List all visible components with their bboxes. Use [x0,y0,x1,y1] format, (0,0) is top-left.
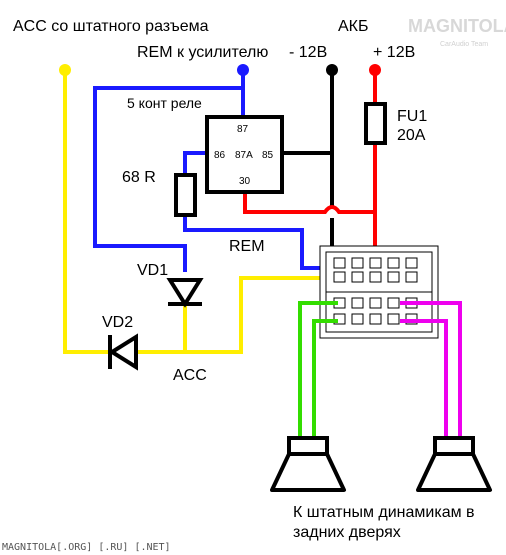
ground-wires [282,72,340,264]
relay [205,115,284,194]
iso-connector [319,245,439,339]
speaker-left-wires [298,301,338,440]
speakers-label-line2: задних дверях [293,524,401,541]
plus12-wires [243,72,377,262]
diode-vd2 [108,333,138,371]
relay-pin-87: 87 [237,124,249,135]
acc-label: ACC [173,367,207,384]
resistor-68r [174,173,197,217]
rem-label: REM [229,238,265,255]
plus12-label: + 12В [373,44,415,61]
diode-vd1 [166,278,204,308]
fuse-fu1 [364,102,387,145]
minus12-label: - 12В [289,44,327,61]
plus12-terminal-dot [369,64,381,76]
vd2-label: VD2 [102,314,133,331]
fuse-rating-label: 20A [397,127,426,144]
rem-wires [93,72,336,272]
akb-label: АКБ [338,18,369,35]
speaker-right-icon [416,436,492,492]
relay-label: 5 конт реле [127,95,202,111]
relay-pin-87a: 87A [235,150,253,161]
ground-terminal-dot [326,64,338,76]
relay-pin-30: 30 [239,176,251,187]
speaker-right-wires [400,301,462,440]
logo-subtext: CarAudio Team [440,41,488,48]
relay-pin-85: 85 [262,150,274,161]
speakers-label-line1: К штатным динамикам в [293,504,475,521]
rem-amp-label: REM к усилителю [137,44,268,61]
acc-terminal-dot [59,64,71,76]
relay-pin-86: 86 [214,150,226,161]
footer-text: MAGNITOLA[.ORG] [.RU] [.NET] [2,542,171,553]
acc-wires [63,72,336,354]
fuse-name-label: FU1 [397,108,427,125]
speaker-left-icon [270,436,346,492]
rem-terminal-dot [237,64,249,76]
acc-source-label: ACC со штатного разъема [13,18,209,35]
resistor-label: 68 R [122,169,156,186]
logo-text: MAGNITOLA [408,16,506,36]
magnitola-logo: MAGNITOLA CarAudio Team [408,16,506,48]
vd1-label: VD1 [137,262,168,279]
